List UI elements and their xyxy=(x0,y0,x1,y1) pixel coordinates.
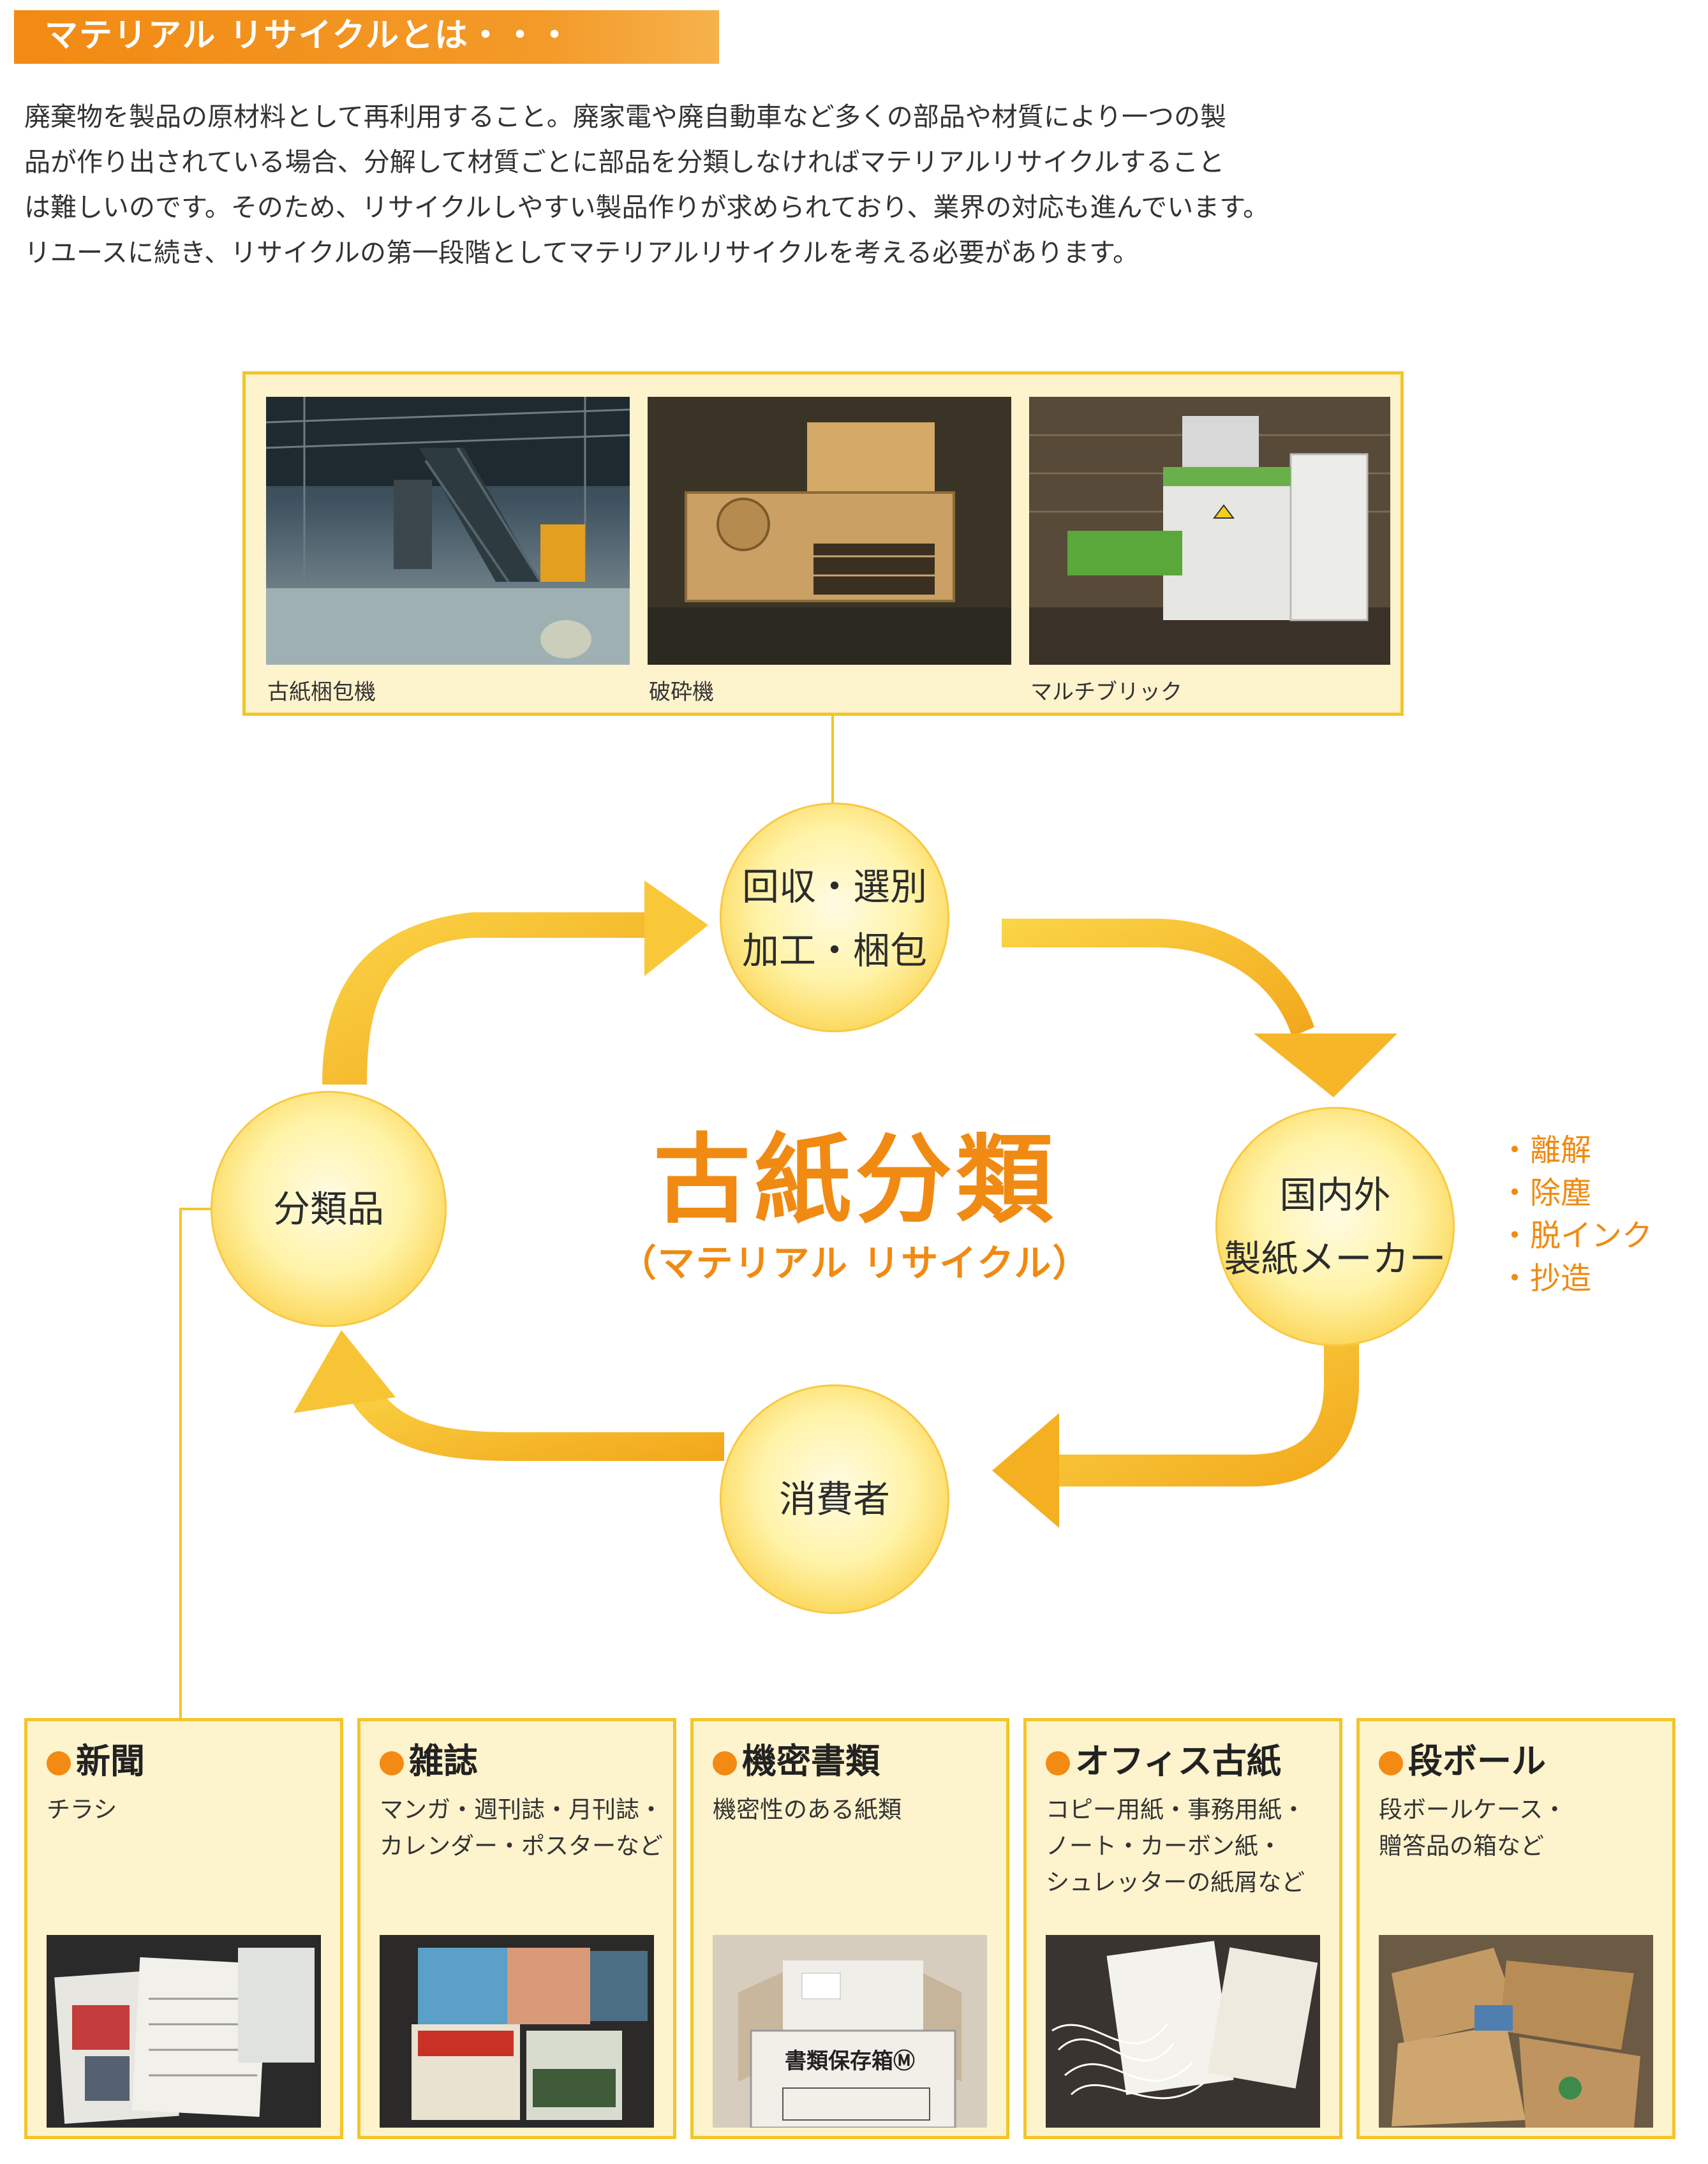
category-desc-line: シュレッターの紙屑など xyxy=(1046,1869,1305,1896)
confidential-photo: 書類保存箱Ⓜ xyxy=(713,1935,987,2128)
cardboard-photo xyxy=(1379,1935,1653,2128)
category-title: オフィス古紙 xyxy=(1046,1733,1281,1783)
category-desc-line: ノート・カーボン紙・ xyxy=(1046,1832,1282,1860)
magazine-photo xyxy=(380,1935,654,2128)
category-title: 新聞 xyxy=(47,1733,145,1783)
baler-caption: 古紙梱包機 xyxy=(267,679,376,705)
section-header-bar xyxy=(14,10,719,64)
diagram-subtitle: （マテリアル リサイクル） xyxy=(619,1241,1091,1285)
consumer-label: 消費者 xyxy=(778,1478,890,1521)
bullet-icon xyxy=(47,1751,71,1775)
category-title-text: 機密書類 xyxy=(742,1741,880,1781)
category-description: コピー用紙・事務用紙・ ノート・カーボン紙・ シュレッターの紙屑など xyxy=(1046,1791,1305,1901)
shredder-caption: 破砕機 xyxy=(649,679,714,705)
baler-photo xyxy=(266,397,630,665)
machinery-photo-box: 古紙梱包機 破砕機 xyxy=(242,371,1404,716)
category-title: 段ボール xyxy=(1379,1733,1546,1783)
newspaper-photo xyxy=(47,1935,321,2128)
category-description: 段ボールケース・ 贈答品の箱など xyxy=(1379,1791,1566,1864)
sorted-goods-circle: 分類品 xyxy=(211,1091,447,1327)
intro-line: リユースに続き、リサイクルの第一段階としてマテリアルリサイクルを考える必要があり… xyxy=(24,237,1140,268)
category-confidential: 機密書類 機密性のある紙類 書類保存箱Ⓜ xyxy=(690,1718,1009,2139)
bullet-icon xyxy=(713,1751,737,1775)
bullet-icon xyxy=(1379,1751,1403,1775)
process-step: ・脱インク xyxy=(1499,1218,1653,1254)
category-desc-line: チラシ xyxy=(47,1796,117,1823)
category-desc-line: カレンダー・ポスターなど xyxy=(380,1832,663,1860)
category-description: マンガ・週刊誌・月刊誌・ カレンダー・ポスターなど xyxy=(380,1791,663,1864)
multi-brick-caption: マルチブリック xyxy=(1030,679,1182,705)
process-step: ・除塵 xyxy=(1499,1175,1592,1211)
sorted-goods-label: 分類品 xyxy=(272,1187,384,1231)
intro-line: 廃棄物を製品の原材料として再利用すること。廃家電や廃自動車など多くの部品や材質に… xyxy=(24,101,1226,132)
category-newspaper: 新聞 チラシ xyxy=(24,1718,343,2139)
paper-maker-circle: 国内外 製紙メーカー xyxy=(1215,1107,1455,1346)
category-title-text: オフィス古紙 xyxy=(1075,1741,1281,1781)
category-description: チラシ xyxy=(47,1791,117,1828)
category-desc-line: コピー用紙・事務用紙・ xyxy=(1046,1796,1305,1823)
category-desc-line: 贈答品の箱など xyxy=(1379,1832,1544,1860)
process-step: ・離解 xyxy=(1499,1132,1592,1168)
category-description: 機密性のある紙類 xyxy=(713,1791,902,1828)
category-magazine: 雑誌 マンガ・週刊誌・月刊誌・ カレンダー・ポスターなど xyxy=(357,1718,676,2139)
section-title: マテリアル リサイクルとは・・・ xyxy=(45,17,572,55)
category-title: 雑誌 xyxy=(380,1733,478,1783)
category-title-text: 雑誌 xyxy=(409,1741,478,1781)
category-title: 機密書類 xyxy=(713,1733,880,1783)
intro-paragraph: 廃棄物を製品の原材料として再利用すること。廃家電や廃自動車など多くの部品や材質に… xyxy=(24,94,1453,276)
consumer-circle: 消費者 xyxy=(720,1384,949,1614)
category-desc-line: マンガ・週刊誌・月刊誌・ xyxy=(380,1796,663,1823)
diagram-title: 古紙分類 xyxy=(653,1123,1057,1236)
collection-label-line2: 加工・梱包 xyxy=(741,929,927,972)
category-office-paper: オフィス古紙 コピー用紙・事務用紙・ ノート・カーボン紙・ シュレッターの紙屑な… xyxy=(1023,1718,1342,2139)
category-desc-line: 機密性のある紙類 xyxy=(713,1796,902,1823)
bullet-icon xyxy=(380,1751,404,1775)
category-cardboard: 段ボール 段ボールケース・ 贈答品の箱など xyxy=(1356,1718,1675,2139)
office-paper-photo xyxy=(1046,1935,1320,2128)
intro-line: 品が作り出されている場合、分解して材質ごとに部品を分類しなければマテリアルリサイ… xyxy=(24,147,1225,177)
collection-sorting-circle: 回収・選別 加工・梱包 xyxy=(720,803,949,1032)
shredder-photo xyxy=(648,397,1011,665)
paper-maker-label-line2: 製紙メーカー xyxy=(1224,1237,1446,1280)
collection-label-line1: 回収・選別 xyxy=(741,865,927,908)
process-step: ・抄造 xyxy=(1499,1261,1592,1296)
category-title-text: 段ボール xyxy=(1408,1741,1546,1781)
bullet-icon xyxy=(1046,1751,1070,1775)
intro-line: は難しいのです。そのため、リサイクルしやすい製品作りが求められており、業界の対応… xyxy=(24,192,1270,223)
multi-brick-photo xyxy=(1029,397,1390,665)
category-desc-line: 段ボールケース・ xyxy=(1379,1796,1567,1823)
paper-maker-label-line1: 国内外 xyxy=(1279,1173,1391,1217)
category-title-text: 新聞 xyxy=(76,1741,145,1781)
storage-box-label: 書類保存箱Ⓜ xyxy=(785,2049,915,2074)
